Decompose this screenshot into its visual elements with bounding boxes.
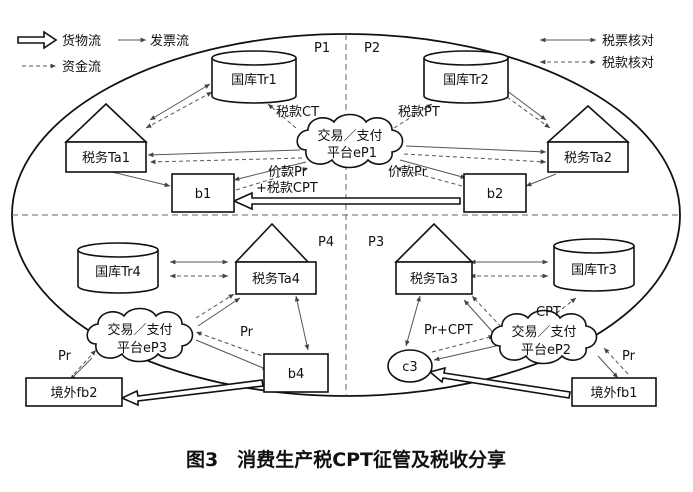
edge-ep1-b2 (399, 159, 467, 179)
edge-ep1-b1 (233, 161, 307, 182)
quadrant-p2-label: P2 (364, 41, 380, 56)
platform-ep2-line2: 平台eP2 (521, 343, 571, 358)
edge-ta2-tr2-dash (499, 91, 551, 129)
fund-flow-legend-label: 资金流 (62, 59, 101, 75)
platform-ep2-line1: 交易／支付 (511, 324, 576, 340)
edge-ta1-b1 (111, 171, 171, 188)
treasury-tr1: 国库Tr1 (211, 50, 297, 104)
tax-bureau-ta4-label: 税务Ta4 (252, 271, 300, 287)
edge-ep3-ta4 (197, 297, 241, 327)
edge-ep1-ta1-dash (149, 157, 303, 165)
tax-bureau-ta2: 税务Ta2 (545, 104, 631, 173)
label-pr-p4: Pr (240, 325, 254, 340)
platform-ep3-line2: 平台eP3 (117, 341, 167, 356)
tax-bureau-ta1-label: 税务Ta1 (82, 150, 130, 166)
consumer-c3: c3 (387, 349, 433, 383)
enterprise-b1-label: b1 (195, 187, 212, 202)
quadrant-p3-label: P3 (368, 235, 384, 250)
figure-caption: 图3 消费生产税CPT征管及税收分享 (186, 448, 506, 471)
enterprise-b2: b2 (463, 173, 527, 213)
treasury-tr4-label: 国库Tr4 (95, 264, 141, 280)
edge-ta3-c3 (405, 295, 421, 347)
foreign-fb2: 境外fb2 (25, 377, 123, 407)
invoice-flow-legend-label: 发票流 (150, 33, 189, 49)
enterprise-b2-label: b2 (487, 187, 504, 202)
enterprise-b4-label: b4 (288, 367, 305, 382)
platform-ep3: 交易／支付 平台eP3 (86, 307, 194, 363)
tax-bureau-ta3-label: 税务Ta3 (410, 271, 458, 287)
foreign-fb1: 境外fb1 (571, 377, 657, 407)
label-pr-fb2: Pr (58, 349, 72, 364)
edge-pr-fb1-ep2 (603, 347, 629, 375)
edge-b2-ep1-dash (395, 167, 463, 187)
edge-ep1-ta2-dash (403, 153, 547, 165)
edge-pt-ep1-tr2 (393, 103, 433, 129)
label-tax-cpt-b1: +税款CPT (256, 181, 318, 196)
label-tax-ct: 税款CT (276, 105, 319, 120)
tax-bureau-ta1: 税务Ta1 (63, 102, 149, 173)
treasury-tr2-label: 国库Tr2 (443, 72, 489, 88)
edge-ep1-ta2 (405, 145, 547, 155)
platform-ep1-line2: 平台eP1 (327, 146, 377, 161)
treasury-tr3: 国库Tr3 (553, 238, 635, 292)
foreign-fb1-label: 境外fb1 (590, 386, 637, 401)
edge-ep2-fb1 (597, 355, 619, 379)
invoice-check-legend-label: 税票核对 (602, 34, 654, 49)
goods-flow-legend-label: 货物流 (62, 33, 101, 49)
edge-ep3-b4 (195, 339, 269, 371)
platform-ep2: 交易／支付 平台eP2 (490, 309, 598, 365)
label-price-pr-b2: 价款Pr (388, 165, 428, 180)
edge-b1-ep1-dash (235, 167, 309, 191)
edge-ct-ep1-tr1 (267, 103, 297, 129)
edge-pr-fb2-ep3 (73, 349, 97, 375)
foreign-fb2-label: 境外fb2 (50, 386, 97, 401)
edge-ta1-tr1-dash (145, 91, 213, 129)
platform-ep3-line1: 交易／支付 (107, 322, 172, 338)
edge-ep3-fb2 (69, 357, 93, 381)
goods-flow-legend-arrow (17, 30, 58, 50)
edge-pr-cpt-c3-ep2-dash (431, 335, 495, 353)
tax-bureau-ta4: 税务Ta4 (234, 222, 317, 295)
legend: 货物流 发票流 资金流 税票核对 税款核对 (17, 30, 654, 75)
enterprise-b1: b1 (171, 173, 235, 213)
enterprise-b4: b4 (263, 353, 329, 393)
consumer-c3-label: c3 (402, 360, 417, 375)
label-pr-cpt-p3: Pr+CPT (424, 323, 473, 338)
treasury-tr3-label: 国库Tr3 (571, 262, 617, 278)
edge-ta2-b2 (525, 173, 557, 187)
tax-bureau-ta2-label: 税务Ta2 (564, 150, 612, 166)
edge-ep1-ta1 (147, 149, 301, 158)
treasury-tr1-label: 国库Tr1 (231, 72, 277, 88)
edge-pr-b4-ep3-dash (195, 331, 269, 359)
quadrant-p1-label: P1 (314, 41, 330, 56)
edge-ep3-ta4-dash (195, 293, 235, 319)
goods-flow-b4-fb2-arrow (120, 379, 264, 407)
treasury-tr4: 国库Tr4 (77, 242, 159, 294)
label-price-pr-b1: 价款Pr (268, 165, 308, 180)
label-tax-pt: 税款PT (398, 105, 440, 120)
goods-flow-fb1-c3-arrow (428, 366, 571, 399)
tax-check-legend-label: 税款核对 (602, 56, 654, 71)
goods-flow-b2-b1-arrow (232, 191, 461, 211)
treasury-tr2: 国库Tr2 (423, 50, 509, 104)
quadrant-p4-label: P4 (318, 235, 334, 250)
platform-ep1-line1: 交易／支付 (317, 128, 382, 144)
label-cpt-p3: CPT (536, 305, 561, 320)
tax-bureau-ta3: 税务Ta3 (394, 222, 474, 295)
edge-ep2-c3 (433, 345, 497, 362)
platform-ep1: 交易／支付 平台eP1 (296, 113, 404, 169)
edge-ta1-tr1 (149, 83, 211, 121)
label-pr-fb1: Pr (622, 349, 636, 364)
edge-ta4-b4 (294, 295, 310, 351)
